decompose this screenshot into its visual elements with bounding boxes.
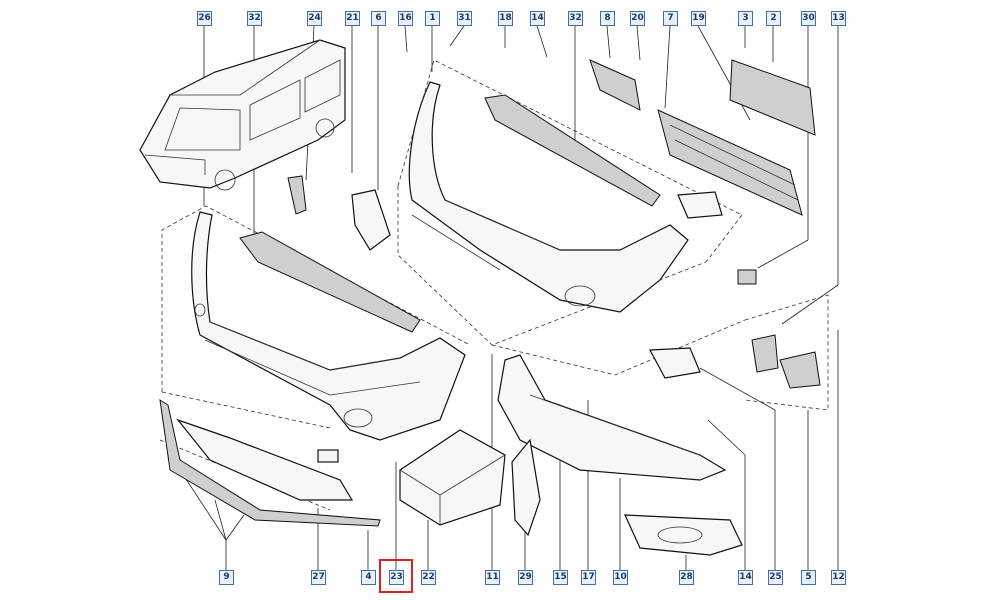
callout-23[interactable]: 23 xyxy=(389,570,404,585)
callout-20[interactable]: 20 xyxy=(630,11,645,26)
callout-14[interactable]: 14 xyxy=(530,11,545,26)
upper-grille-2 xyxy=(729,59,816,136)
fog-cover-6 xyxy=(351,189,391,251)
callout-10[interactable]: 10 xyxy=(613,570,628,585)
callout-29[interactable]: 29 xyxy=(518,570,533,585)
vehicle-illustration xyxy=(139,39,346,191)
callout-15[interactable]: 15 xyxy=(553,570,568,585)
callout-18[interactable]: 18 xyxy=(498,11,513,26)
callout-3[interactable]: 3 xyxy=(738,11,753,26)
callout-2[interactable]: 2 xyxy=(766,11,781,26)
callout-17[interactable]: 17 xyxy=(581,570,596,585)
callout-24[interactable]: 24 xyxy=(307,11,322,26)
callout-11[interactable]: 11 xyxy=(485,570,500,585)
callout-19[interactable]: 19 xyxy=(691,11,706,26)
callout-8[interactable]: 8 xyxy=(600,11,615,26)
plate-23 xyxy=(317,449,339,463)
bumper-beam-right xyxy=(484,94,661,207)
callout-31[interactable]: 31 xyxy=(457,11,472,26)
callout-5[interactable]: 5 xyxy=(801,570,816,585)
lower-absorber-10 xyxy=(497,354,727,481)
callout-13[interactable]: 13 xyxy=(831,11,846,26)
trim-8 xyxy=(589,59,641,111)
callout-1[interactable]: 1 xyxy=(425,11,440,26)
brackets-5-12 xyxy=(751,334,821,389)
callout-7[interactable]: 7 xyxy=(663,11,678,26)
callout-26[interactable]: 26 xyxy=(197,11,212,26)
trim-strip-9 xyxy=(159,399,381,527)
callout-9[interactable]: 9 xyxy=(219,570,234,585)
callout-27[interactable]: 27 xyxy=(311,570,326,585)
callout-22[interactable]: 22 xyxy=(421,570,436,585)
callout-32[interactable]: 32 xyxy=(568,11,583,26)
fog-surround-right xyxy=(677,191,757,285)
callout-12[interactable]: 12 xyxy=(831,570,846,585)
grille-7 xyxy=(657,109,803,216)
bumper-beam-left xyxy=(239,231,421,333)
callout-4[interactable]: 4 xyxy=(361,570,376,585)
callout-16[interactable]: 16 xyxy=(398,11,413,26)
front-bumper-left xyxy=(191,211,466,441)
bracket-24 xyxy=(287,175,307,215)
callout-14[interactable]: 14 xyxy=(738,570,753,585)
callout-6[interactable]: 6 xyxy=(371,11,386,26)
fog-trim-28 xyxy=(624,514,743,556)
callout-28[interactable]: 28 xyxy=(679,570,694,585)
bracket-29 xyxy=(511,438,541,537)
callout-25[interactable]: 25 xyxy=(768,570,783,585)
selected-part-highlight xyxy=(379,559,413,593)
fastener-kit-22 xyxy=(399,429,506,526)
fog-bracket-25 xyxy=(649,347,701,379)
callout-32[interactable]: 32 xyxy=(247,11,262,26)
skid-plate-27 xyxy=(176,418,354,501)
callout-21[interactable]: 21 xyxy=(345,11,360,26)
front-bumper-right xyxy=(408,81,689,313)
callout-30[interactable]: 30 xyxy=(801,11,816,26)
